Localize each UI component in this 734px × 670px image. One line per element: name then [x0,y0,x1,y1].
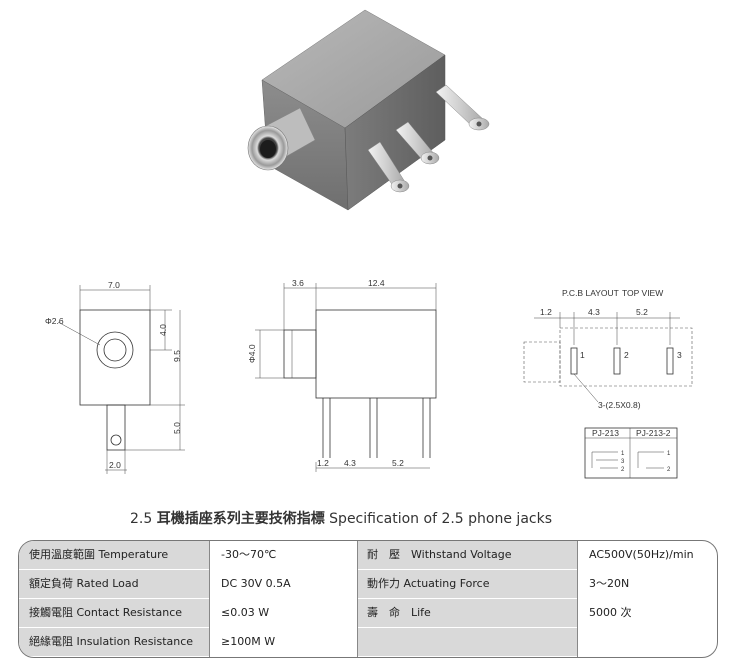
dim-pin-spacing-1: 4.3 [344,458,356,468]
table-row: 使用溫度範圍 Temperature -30～70℃ 耐 壓 Withstand… [19,541,717,569]
pin-terminals [367,84,490,193]
spec-title: 2.5 耳機插座系列主要技術指標 Specification of 2.5 ph… [130,508,552,528]
column-divider [577,541,578,657]
dim-neck-dia: Φ4.0 [247,344,257,363]
dim-body-length: 12.4 [368,278,385,288]
pcb-layout-drawing: P.C.B LAYOUT TOP VIEW 1.2 4.3 5.2 1 2 3 … [523,288,693,410]
param-cell [357,628,577,656]
spec-title-en: Specification of 2.5 phone jacks [329,511,552,527]
schem-a-pin-2: 2 [621,467,625,473]
row-divider [19,569,717,570]
dim-upper-height: 4.0 [158,324,168,336]
param-cell: 動作力 Actuating Force [357,570,577,598]
dim-pin-spacing-2: 5.2 [392,458,404,468]
dim-lower-height: 5.0 [172,422,182,434]
value-cell: DC 30V 0.5A [221,577,291,590]
schem-a-pin-3: 3 [621,459,625,465]
schem-b-pin-2: 2 [667,467,671,473]
dim-pin-width: 2.0 [109,460,121,470]
spec-title-cn: 耳機插座系列主要技術指標 [156,511,325,527]
param-cell: 使用溫度範圍 Temperature [19,541,209,569]
pcb-view-label: TOP VIEW [622,288,663,298]
value-cell: 3～20N [589,577,630,590]
schematic-model-a: PJ-213 [592,428,619,438]
value-cell: 5000 次 [589,606,632,619]
table-row: 額定負荷 Rated Load DC 30V 0.5A 動作力 Actuatin… [19,570,717,598]
row-divider [19,598,717,599]
dim-pin-offset: 1.2 [317,458,329,468]
row-divider [19,627,717,628]
table-row: 絕緣電阻 Insulation Resistance ≥100M W [19,628,717,656]
pcb-layout-title: P.C.B LAYOUT [562,288,619,298]
front-view-drawing: 7.0 Φ2.6 4.0 9.5 5.0 2.0 [45,280,185,474]
pcb-pin-1: 1 [580,350,585,360]
pcb-dim-1: 1.2 [540,307,552,317]
pcb-slot-note: 3-(2.5X0.8) [598,400,641,410]
column-divider [357,541,358,657]
schem-b-pin-1: 1 [667,451,671,457]
spec-table: 使用溫度範圍 Temperature -30～70℃ 耐 壓 Withstand… [18,540,718,658]
spec-title-number: 2.5 [130,511,153,527]
param-cell: 耐 壓 Withstand Voltage [357,541,577,569]
pcb-dim-3: 5.2 [636,307,648,317]
value-cell: ≤0.03 W [221,606,270,619]
table-row: 接觸電阻 Contact Resistance ≤0.03 W 壽 命 Life… [19,599,717,627]
schem-a-pin-1: 1 [621,451,625,457]
jack-barrel [247,107,316,171]
param-cell: 額定負荷 Rated Load [19,570,209,598]
pcb-pin-3: 3 [677,350,682,360]
value-cell [577,628,717,656]
dim-neck-length: 3.6 [292,278,304,288]
value-cell: -30～70℃ [221,548,277,561]
dim-hole-dia: Φ2.6 [45,316,64,326]
column-divider [209,541,210,657]
param-cell: 壽 命 Life [357,599,577,627]
schematic-model-b: PJ-213-2 [636,428,671,438]
param-cell: 接觸電阻 Contact Resistance [19,599,209,627]
dim-total-height: 9.5 [172,350,182,362]
product-render [247,9,490,211]
schematic-diagrams: PJ-213 PJ-213-2 1 3 2 1 2 [584,427,678,479]
side-view-drawing: 3.6 12.4 Φ4.0 1.2 4.3 5.2 [247,278,437,472]
pcb-dim-2: 4.3 [588,307,600,317]
value-cell: ≥100M W [221,635,276,648]
dim-front-width: 7.0 [108,280,120,290]
param-cell: 絕緣電阻 Insulation Resistance [19,628,209,656]
value-cell: AC500V(50Hz)/min [589,548,694,561]
pcb-pin-2: 2 [624,350,629,360]
